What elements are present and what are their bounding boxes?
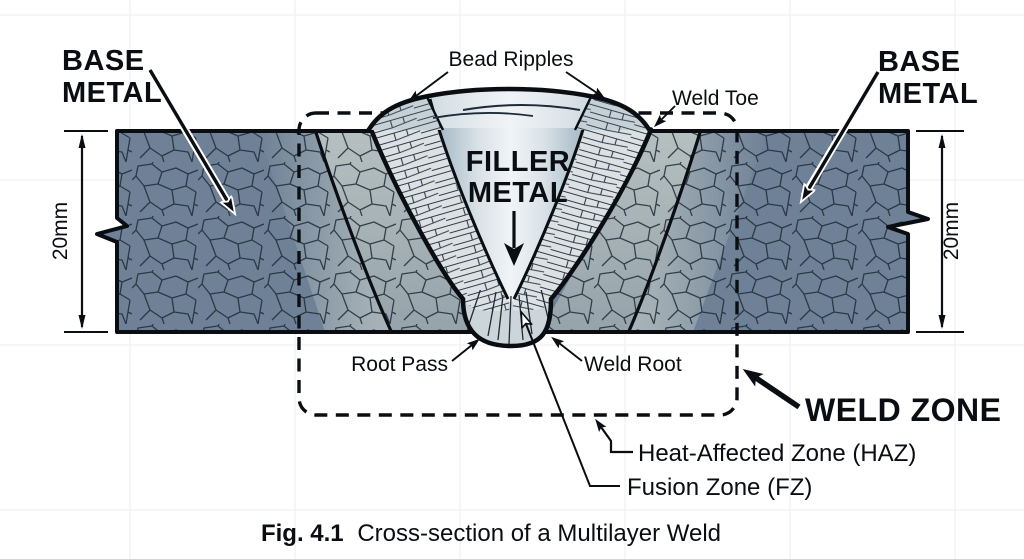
cap-edge-boundary-right [573,96,593,131]
filler-smooth-region [437,128,585,302]
label-base-metal-left-line2: METAL [62,77,162,109]
arrow-base-metal-right [808,71,880,190]
label-weld-zone: WELD ZONE [805,392,1001,428]
figure-caption: Fig. 4.1 Cross-section of a Multilayer W… [261,520,721,547]
arrow-weld-zone [742,369,801,410]
label-haz: Heat-Affected Zone (HAZ) [638,440,916,467]
arrow-weld-root [551,336,583,362]
figure-caption-number: Fig. 4.1 [261,520,344,547]
label-base-metal-right-line1: BASE [878,46,961,78]
weld-cap-outline [365,86,653,134]
label-filler-metal-line1: FILLER [466,146,571,178]
haz-boundary-left [314,132,393,332]
cap-edge-cells-left-texture [369,96,443,130]
cap-edge-cells-right-texture [575,96,649,130]
annotations: BASE METAL BASE METAL Bead Ripples Weld … [62,45,1001,501]
dim-label-right: 20mm [940,202,963,260]
arrow-bead-ripples-left [408,71,449,102]
label-base-metal-right-line2: METAL [878,78,978,110]
dimension-right: 20mm [916,130,964,333]
figure-caption-text: Cross-section of a Multilayer Weld [357,520,721,547]
plate-outline [95,129,930,334]
arrow-root-pass [451,338,480,362]
label-weld-root: Weld Root [584,353,682,376]
label-weld-toe: Weld Toe [672,87,759,110]
leader-haz [595,418,633,454]
arrow-weld-toe [653,105,676,128]
dim-label-left: 20mm [49,202,72,260]
cap-edge-boundary-left [425,96,445,131]
columnar-band-left-texture [371,129,509,312]
dimension-left: 20mm [49,130,108,333]
label-bead-ripples: Bead Ripples [449,48,574,71]
arrow-base-metal-left [148,69,228,202]
fusion-boundary-outline [368,127,654,349]
label-root-pass: Root Pass [351,353,448,376]
arrow-bead-ripples-right [565,71,606,99]
bead-ripple-arc-1 [462,104,581,111]
label-base-metal-left-line1: BASE [62,45,145,77]
haz-boundary-right [627,132,702,332]
leader-fusion-zone [526,324,620,487]
weld-bead [365,86,654,349]
label-fusion-zone: Fusion Zone (FZ) [627,474,812,501]
label-filler-metal-line2: METAL [468,177,568,209]
columnar-band-right-texture [513,129,651,311]
bead-ripple-arc-2 [432,112,534,119]
arrow-filler-metal-head [504,243,524,266]
